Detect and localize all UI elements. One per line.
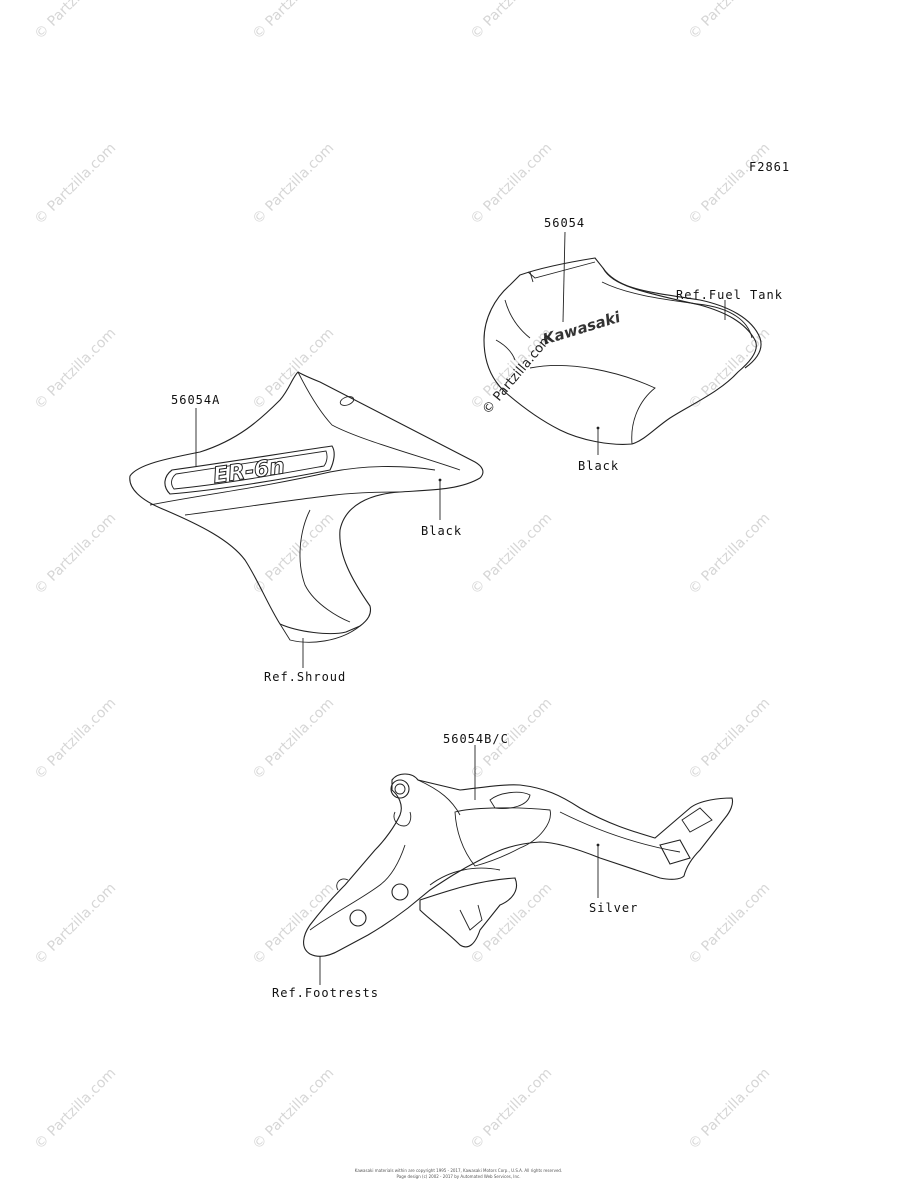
watermark: © Partzilla.com bbox=[468, 880, 556, 968]
watermark: © Partzilla.com bbox=[468, 140, 556, 228]
ref-fuel-tank-label[interactable]: Ref.Fuel Tank bbox=[676, 288, 783, 302]
watermark: © Partzilla.com bbox=[686, 510, 774, 598]
ref-footrests-label[interactable]: Ref.Footrests bbox=[272, 986, 379, 1000]
watermark: © Partzilla.com bbox=[250, 695, 338, 783]
watermark: © Partzilla.com bbox=[250, 140, 338, 228]
watermark: © Partzilla.com bbox=[32, 510, 120, 598]
watermark: © Partzilla.com bbox=[32, 1065, 120, 1153]
figure-id: F2861 bbox=[749, 160, 791, 174]
color-tank-label: Black bbox=[578, 459, 620, 473]
part-number-frame-decal[interactable]: 56054B/C bbox=[443, 732, 509, 746]
watermark: © Partzilla.com bbox=[686, 1065, 774, 1153]
copyright-line-1: Kawasaki materials within are copyright … bbox=[354, 1168, 563, 1173]
watermark: © Partzilla.com bbox=[250, 1065, 338, 1153]
part-number-shroud-decal[interactable]: 56054A bbox=[171, 393, 221, 407]
watermark: © Partzilla.com bbox=[250, 880, 338, 968]
watermark: © Partzilla.com bbox=[468, 0, 556, 43]
watermark: © Partzilla.com bbox=[32, 695, 120, 783]
watermark: © Partzilla.com bbox=[250, 325, 338, 413]
fuel-tank-drawing bbox=[483, 257, 762, 445]
watermark: © Partzilla.com bbox=[32, 0, 120, 43]
watermark: © Partzilla.com bbox=[686, 140, 774, 228]
watermark: © Partzilla.com bbox=[686, 695, 774, 783]
watermark: © Partzilla.com bbox=[686, 880, 774, 968]
watermark: © Partzilla.com bbox=[468, 1065, 556, 1153]
watermark: © Partzilla.com bbox=[32, 325, 120, 413]
watermark: © Partzilla.com bbox=[250, 510, 338, 598]
ref-shroud-label[interactable]: Ref.Shroud bbox=[264, 670, 347, 684]
copyright-line-2: Page design (c) 2002 - 2017 by Automated… bbox=[396, 1174, 521, 1179]
watermark-layer: © Partzilla.com © Partzilla.com © Partzill… bbox=[32, 0, 774, 1153]
watermark: © Partzilla.com bbox=[32, 880, 120, 968]
watermark: © Partzilla.com bbox=[32, 140, 120, 228]
watermark: © Partzilla.com bbox=[686, 0, 774, 43]
watermark: © Partzilla.com bbox=[250, 0, 338, 43]
color-frame-label: Silver bbox=[589, 901, 639, 915]
watermark: © Partzilla.com bbox=[468, 510, 556, 598]
color-shroud-label: Black bbox=[421, 524, 463, 538]
leader-lines bbox=[195, 231, 726, 985]
shroud-logo: ER-6n bbox=[212, 454, 287, 489]
part-number-tank-decal[interactable]: 56054 bbox=[544, 216, 586, 230]
frame-drawing bbox=[303, 773, 734, 957]
shroud-drawing bbox=[129, 371, 484, 643]
